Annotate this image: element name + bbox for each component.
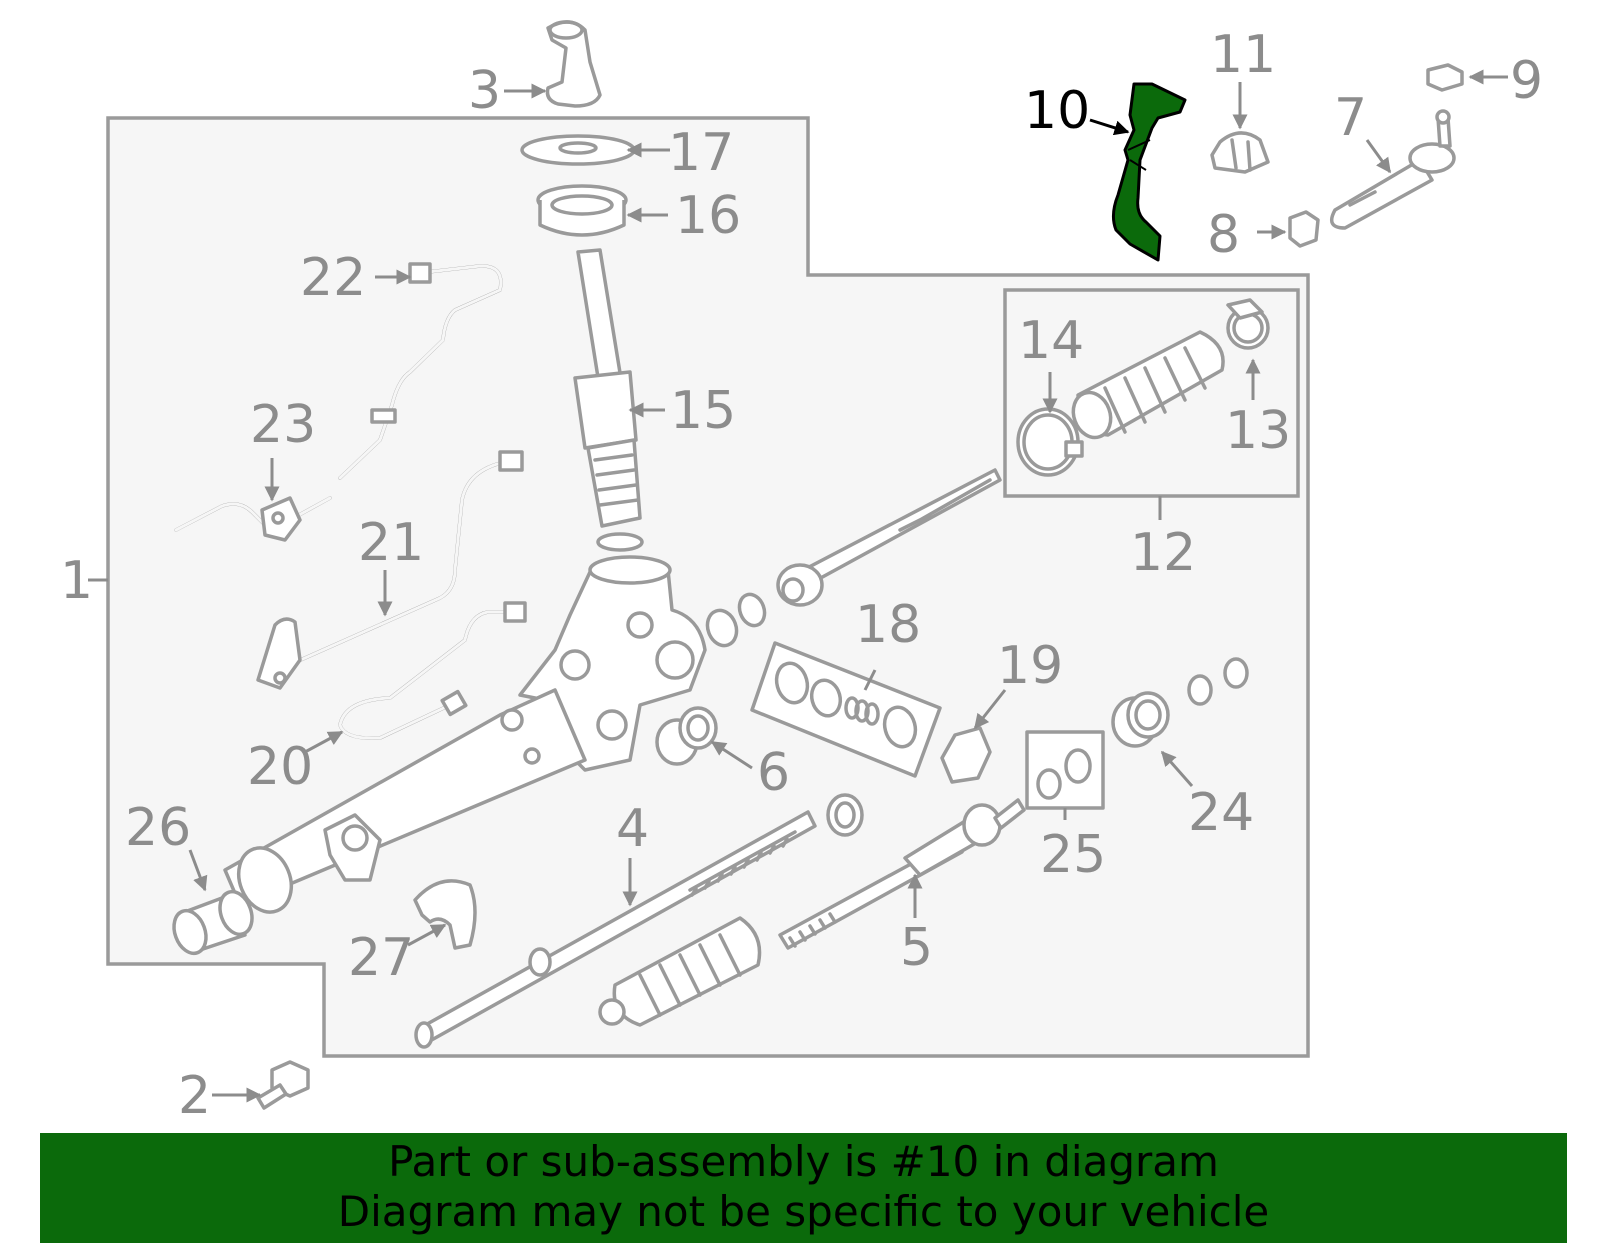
part-5-tie-rod bbox=[778, 798, 1026, 950]
callout-1[interactable]: 1 bbox=[60, 551, 93, 611]
callout-27[interactable]: 27 bbox=[348, 928, 414, 988]
callout-7[interactable]: 7 bbox=[1334, 88, 1367, 148]
callout-16[interactable]: 16 bbox=[675, 186, 741, 246]
part-24-bushing bbox=[1111, 657, 1249, 748]
callout-18[interactable]: 18 bbox=[855, 595, 921, 655]
part-21-pipe bbox=[256, 450, 524, 690]
callout-23[interactable]: 23 bbox=[250, 395, 316, 455]
callout-8[interactable]: 8 bbox=[1207, 205, 1240, 265]
part-10-bracket-highlighted[interactable] bbox=[1111, 82, 1187, 262]
callout-17[interactable]: 17 bbox=[668, 123, 734, 183]
part-18-kit bbox=[750, 641, 942, 778]
callout-15[interactable]: 15 bbox=[670, 381, 736, 441]
gear-housing bbox=[223, 555, 707, 914]
callout-9[interactable]: 9 bbox=[1510, 51, 1543, 111]
banner-line-1: Part or sub-assembly is #10 in diagram bbox=[388, 1137, 1219, 1186]
callout-14[interactable]: 14 bbox=[1018, 311, 1084, 371]
callout-25[interactable]: 25 bbox=[1040, 825, 1106, 885]
part-4-rack bbox=[414, 793, 864, 1049]
leader-lines bbox=[88, 69, 1508, 1103]
callout-20[interactable]: 20 bbox=[247, 737, 313, 797]
part-11-clip bbox=[1210, 131, 1270, 174]
callout-21[interactable]: 21 bbox=[358, 513, 424, 573]
callout-13[interactable]: 13 bbox=[1225, 401, 1291, 461]
housing-rings bbox=[705, 592, 767, 648]
callout-26[interactable]: 26 bbox=[125, 798, 191, 858]
callout-4[interactable]: 4 bbox=[616, 799, 649, 859]
part-23-bracket bbox=[174, 496, 332, 542]
info-banner: Part or sub-assembly is #10 in diagram D… bbox=[40, 1133, 1567, 1243]
part-6-seal bbox=[655, 706, 718, 766]
callout-19[interactable]: 19 bbox=[997, 636, 1063, 696]
part-7-tie-rod-end bbox=[1329, 109, 1456, 230]
part-15-pinion bbox=[573, 248, 644, 552]
part-25-kit bbox=[1025, 730, 1105, 820]
part-22-pipe bbox=[338, 262, 503, 480]
callout-10[interactable]: 10 bbox=[1024, 81, 1090, 141]
part-17-washer bbox=[520, 134, 636, 166]
tie-rod-upper bbox=[776, 468, 1002, 607]
callout-22[interactable]: 22 bbox=[300, 248, 366, 308]
part-16-seal bbox=[536, 184, 628, 237]
callout-labels: 1 2 3 4 5 6 7 8 9 10 11 12 13 14 15 16 1… bbox=[60, 25, 1543, 1126]
part-9-nut bbox=[1426, 63, 1464, 92]
callout-6[interactable]: 6 bbox=[757, 743, 790, 803]
callout-11[interactable]: 11 bbox=[1210, 25, 1276, 85]
part-27-clamp bbox=[413, 879, 477, 950]
callout-12[interactable]: 12 bbox=[1130, 523, 1196, 583]
part-26-cap bbox=[172, 889, 254, 956]
callout-5[interactable]: 5 bbox=[900, 918, 933, 978]
callout-3[interactable]: 3 bbox=[468, 61, 501, 121]
assembly-outline bbox=[106, 116, 1310, 1058]
lower-boot bbox=[598, 916, 762, 1027]
part-2-bolt bbox=[256, 1060, 310, 1110]
part-20-pipe bbox=[338, 601, 527, 740]
part-8-nut bbox=[1288, 210, 1320, 248]
part-13-boot bbox=[1071, 298, 1270, 440]
callout-24[interactable]: 24 bbox=[1188, 783, 1254, 843]
banner-line-2: Diagram may not be specific to your vehi… bbox=[337, 1187, 1270, 1236]
callout-2[interactable]: 2 bbox=[178, 1066, 211, 1126]
part-3-cover bbox=[545, 20, 602, 108]
